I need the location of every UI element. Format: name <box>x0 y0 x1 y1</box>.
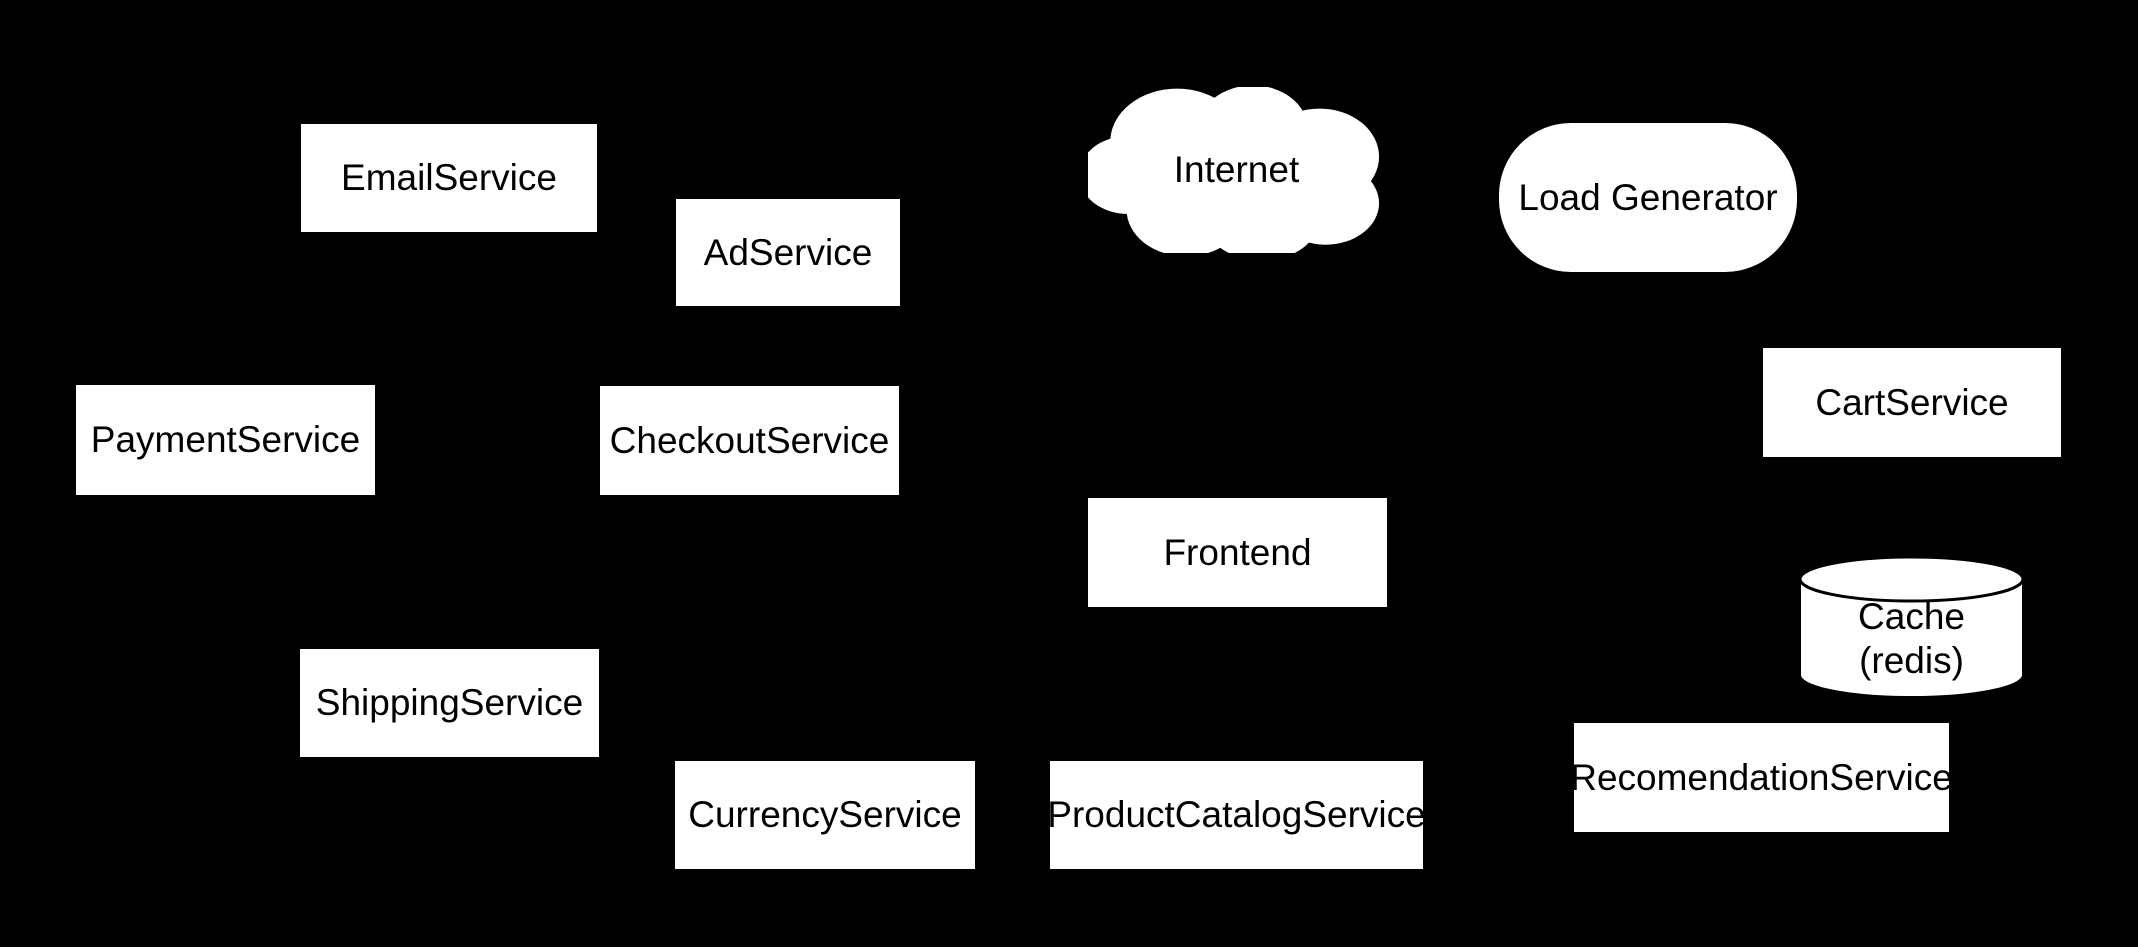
node-email-service[interactable]: EmailService <box>301 124 597 232</box>
node-label-shipping-service: ShippingService <box>315 682 584 724</box>
cylinder-shape-icon <box>1799 557 2024 697</box>
node-label-internet: Internet <box>1173 149 1300 191</box>
node-load-generator[interactable]: Load Generator <box>1499 123 1797 272</box>
node-label-load-generator: Load Generator <box>1518 176 1778 218</box>
node-label-checkout-service: CheckoutService <box>609 419 890 461</box>
node-payment-service[interactable]: PaymentService <box>76 385 375 495</box>
node-currency-service[interactable]: CurrencyService <box>675 761 975 869</box>
node-label-product-catalog-service: ProductCatalogService <box>1047 794 1426 836</box>
node-product-catalog-service[interactable]: ProductCatalogService <box>1047 761 1426 869</box>
node-cache-redis[interactable]: Cache (redis) <box>1799 557 2024 697</box>
node-ad-service[interactable]: AdService <box>676 199 900 306</box>
node-shipping-service[interactable]: ShippingService <box>300 649 599 757</box>
node-label-ad-service: AdService <box>703 231 873 273</box>
node-recomendation-service[interactable]: RecomendationService <box>1570 723 1953 832</box>
node-label-cache-redis: Cache (redis) <box>1858 596 1965 681</box>
node-frontend[interactable]: Frontend <box>1088 498 1387 607</box>
node-checkout-service[interactable]: CheckoutService <box>600 386 899 495</box>
node-cart-service[interactable]: CartService <box>1763 348 2061 457</box>
node-label-frontend: Frontend <box>1163 531 1312 573</box>
cloud-shape-icon <box>1088 87 1380 253</box>
node-label-recomendation-service: RecomendationService <box>1570 756 1953 798</box>
node-label-payment-service: PaymentService <box>90 419 361 461</box>
node-label-currency-service: CurrencyService <box>688 794 962 836</box>
node-label-email-service: EmailService <box>341 157 557 199</box>
node-label-cart-service: CartService <box>1815 381 2009 423</box>
node-internet[interactable]: Internet <box>1088 87 1385 253</box>
